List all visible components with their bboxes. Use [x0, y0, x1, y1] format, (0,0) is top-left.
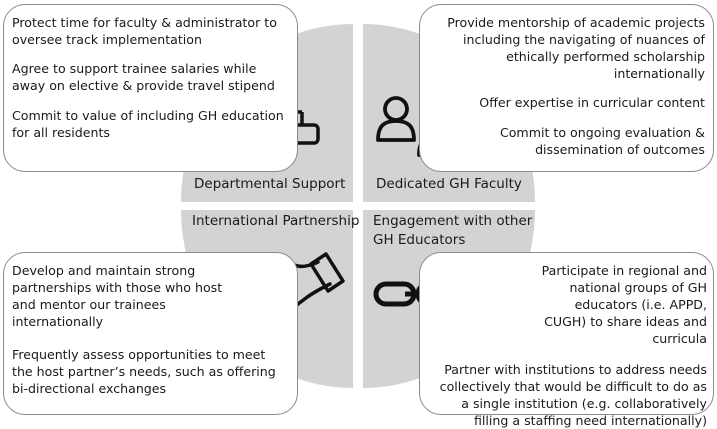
box-text: Participate in regional and national gro… [541, 263, 707, 346]
label-engagement-line1: Engagement with other [373, 213, 533, 229]
box-text: Commit to ongoing evaluation & dissemina… [499, 125, 705, 157]
box-text: Protect time for faculty & administrator… [12, 15, 277, 47]
label-departmental-support: Departmental Support [194, 176, 346, 192]
label-dedicated-gh-faculty: Dedicated GH Faculty [376, 176, 522, 192]
box-text: Frequently assess opportunities to meet … [12, 347, 276, 396]
dedicated-faculty-box: Provide mentorship of academic projects … [419, 4, 714, 172]
label-engagement-line2: GH Educators [373, 232, 466, 248]
box-text: Agree to support trainee salaries while … [12, 61, 275, 93]
box-text: Offer expertise in curricular content [479, 95, 705, 110]
international-partnership-box: Develop and maintain strong partnerships… [3, 252, 298, 415]
engagement-educators-box: Participate in regional and national gro… [419, 252, 714, 428]
box-text: Commit to value of including GH educatio… [12, 108, 284, 140]
box-text: Provide mentorship of academic projects … [447, 15, 705, 81]
box-text: Partner with institutions to address nee… [439, 362, 707, 428]
departmental-support-box: Protect time for faculty & administrator… [3, 4, 298, 172]
label-international-partnership: International Partnership [192, 213, 360, 229]
label-engagement-gh-educators: Engagement with other GH Educators [373, 212, 532, 250]
box-text: Develop and maintain strong partnerships… [12, 263, 223, 329]
